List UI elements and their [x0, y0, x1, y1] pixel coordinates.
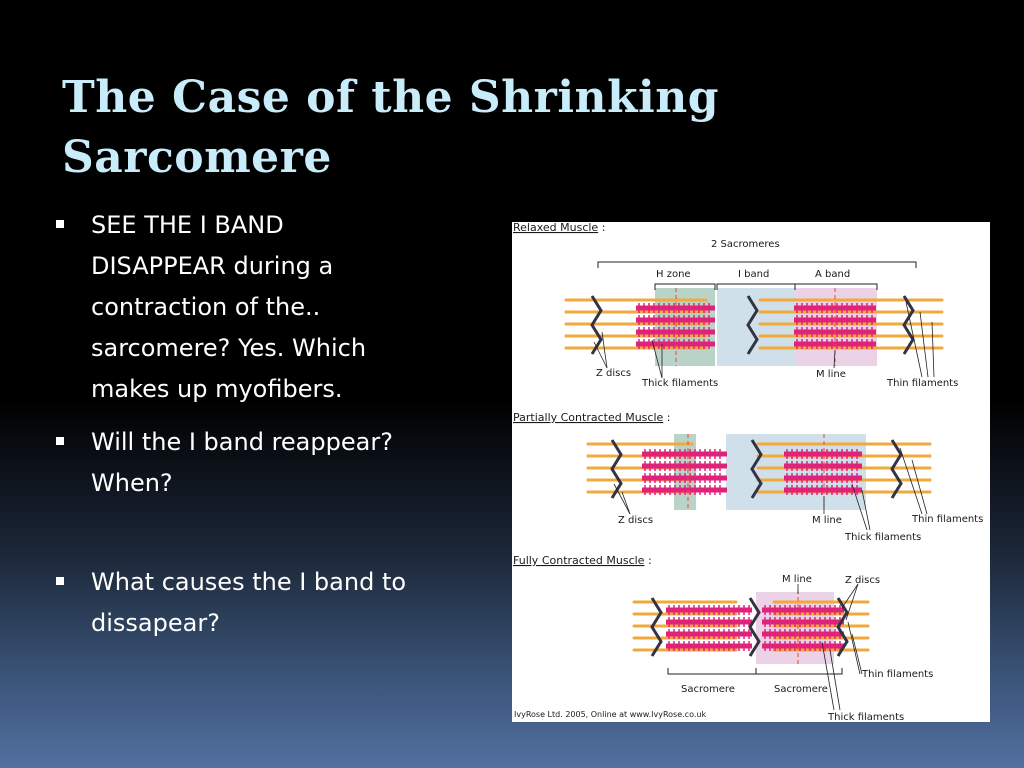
- pointer-line: [833, 349, 836, 369]
- pointer-line: [847, 621, 861, 675]
- bullet-line: makes up myofibers.: [91, 375, 343, 403]
- thick-filaments-label-relaxed: Thick filaments: [641, 378, 718, 389]
- pointer-line: [911, 459, 928, 515]
- z-disc: [610, 439, 623, 499]
- sarcomere-bracket: [755, 668, 843, 675]
- thin-filaments-label-full: Thin filaments: [861, 669, 933, 680]
- bullet-line: When?: [91, 469, 173, 497]
- i-band-label: I band: [738, 269, 769, 280]
- pointer-line: [851, 483, 868, 531]
- partial-muscle-heading: Partially Contracted Muscle :: [513, 411, 670, 424]
- bullet-line: dissapear?: [91, 609, 220, 637]
- relaxed-muscle-heading: Relaxed Muscle :: [513, 222, 605, 234]
- bullet-list: SEE THE I BAND DISAPPEAR during a contra…: [52, 205, 472, 656]
- bullet-line: sarcomere? Yes. Which: [91, 334, 367, 362]
- thick-filaments-label-full: Thick filaments: [827, 712, 904, 722]
- pointer-line: [931, 321, 935, 378]
- slide-title-line-1: The Case of the Shrinking: [62, 72, 719, 123]
- two-sarcomeres-label: 2 Sacromeres: [711, 239, 780, 250]
- bullet-item-i-band-reappear: Will the I band reappear? When?: [52, 422, 472, 504]
- z-disc: [890, 439, 903, 499]
- bullet-line: Will the I band reappear?: [91, 428, 393, 456]
- pointer-line: [899, 447, 923, 515]
- h-zone-bracket: [654, 283, 716, 290]
- z-discs-label-relaxed: Z discs: [596, 368, 631, 379]
- thin-filaments-label-relaxed: Thin filaments: [886, 378, 958, 389]
- square-bullet-icon: [56, 220, 64, 228]
- slide-title: The Case of the Shrinking Sarcomere: [62, 68, 862, 188]
- sarcomere-label-left: Sacromere: [681, 684, 735, 695]
- sarcomere-bracket: [667, 668, 757, 675]
- bullet-line: SEE THE I BAND: [91, 211, 284, 239]
- z-disc: [650, 597, 663, 657]
- sarcomere-diagram: Relaxed Muscle : 2 Sacromeres H zone I b…: [512, 222, 990, 722]
- sarcomere-diagram-svg: Relaxed Muscle : 2 Sacromeres H zone I b…: [513, 222, 983, 722]
- z-disc: [746, 295, 759, 355]
- bullet-line: What causes the I band to: [91, 568, 407, 596]
- pointer-line: [601, 331, 608, 369]
- z-disc: [750, 439, 763, 499]
- bullet-line: contraction of the..: [91, 293, 321, 321]
- sarcomere-label-right: Sacromere: [774, 684, 828, 695]
- i-band-shading: [726, 434, 866, 510]
- pointer-line: [621, 491, 631, 515]
- full-muscle-panel: [632, 583, 870, 711]
- pointer-line: [829, 649, 841, 711]
- bullet-item-i-band-disappear: SEE THE I BAND DISAPPEAR during a contra…: [52, 205, 472, 410]
- slide-title-line-2: Sarcomere: [62, 132, 332, 183]
- pointer-line: [841, 583, 859, 609]
- thick-filaments-label-partial: Thick filaments: [844, 532, 921, 543]
- partial-muscle-panel: [586, 434, 932, 531]
- a-band-bracket: [794, 283, 878, 290]
- a-band-label: A band: [815, 269, 850, 280]
- h-zone-label: H zone: [656, 269, 691, 280]
- full-muscle-heading: Fully Contracted Muscle :: [513, 554, 652, 567]
- pointer-line: [861, 489, 871, 531]
- bullet-item-i-band-cause: What causes the I band to dissapear?: [52, 562, 472, 644]
- m-line-label-partial: M line: [812, 515, 842, 526]
- pointer-line: [821, 641, 835, 711]
- relaxed-muscle-panel: [564, 261, 944, 379]
- pointer-line: [919, 311, 929, 378]
- pointer-line: [845, 583, 859, 621]
- m-line-label-full: M line: [782, 574, 812, 585]
- z-discs-label-full: Z discs: [845, 575, 880, 586]
- z-disc: [836, 597, 849, 657]
- pointer-line: [613, 483, 631, 515]
- pointer-line: [651, 339, 663, 379]
- m-line-label-relaxed: M line: [816, 369, 846, 380]
- two-sarcomeres-bracket: [597, 261, 917, 268]
- z-disc: [902, 295, 915, 355]
- credit-text: IvyRose Ltd. 2005, Online at www.IvyRose…: [514, 710, 706, 719]
- z-disc: [590, 295, 603, 355]
- pointer-line: [851, 633, 863, 675]
- z-discs-label-partial: Z discs: [618, 515, 653, 526]
- pointer-line: [905, 301, 923, 378]
- square-bullet-icon: [56, 577, 64, 585]
- square-bullet-icon: [56, 437, 64, 445]
- z-disc: [748, 597, 761, 657]
- a-band-shading: [756, 592, 834, 664]
- pointer-line: [593, 341, 608, 369]
- bullet-line: DISAPPEAR during a: [91, 252, 334, 280]
- thin-filaments-label-partial: Thin filaments: [911, 514, 983, 525]
